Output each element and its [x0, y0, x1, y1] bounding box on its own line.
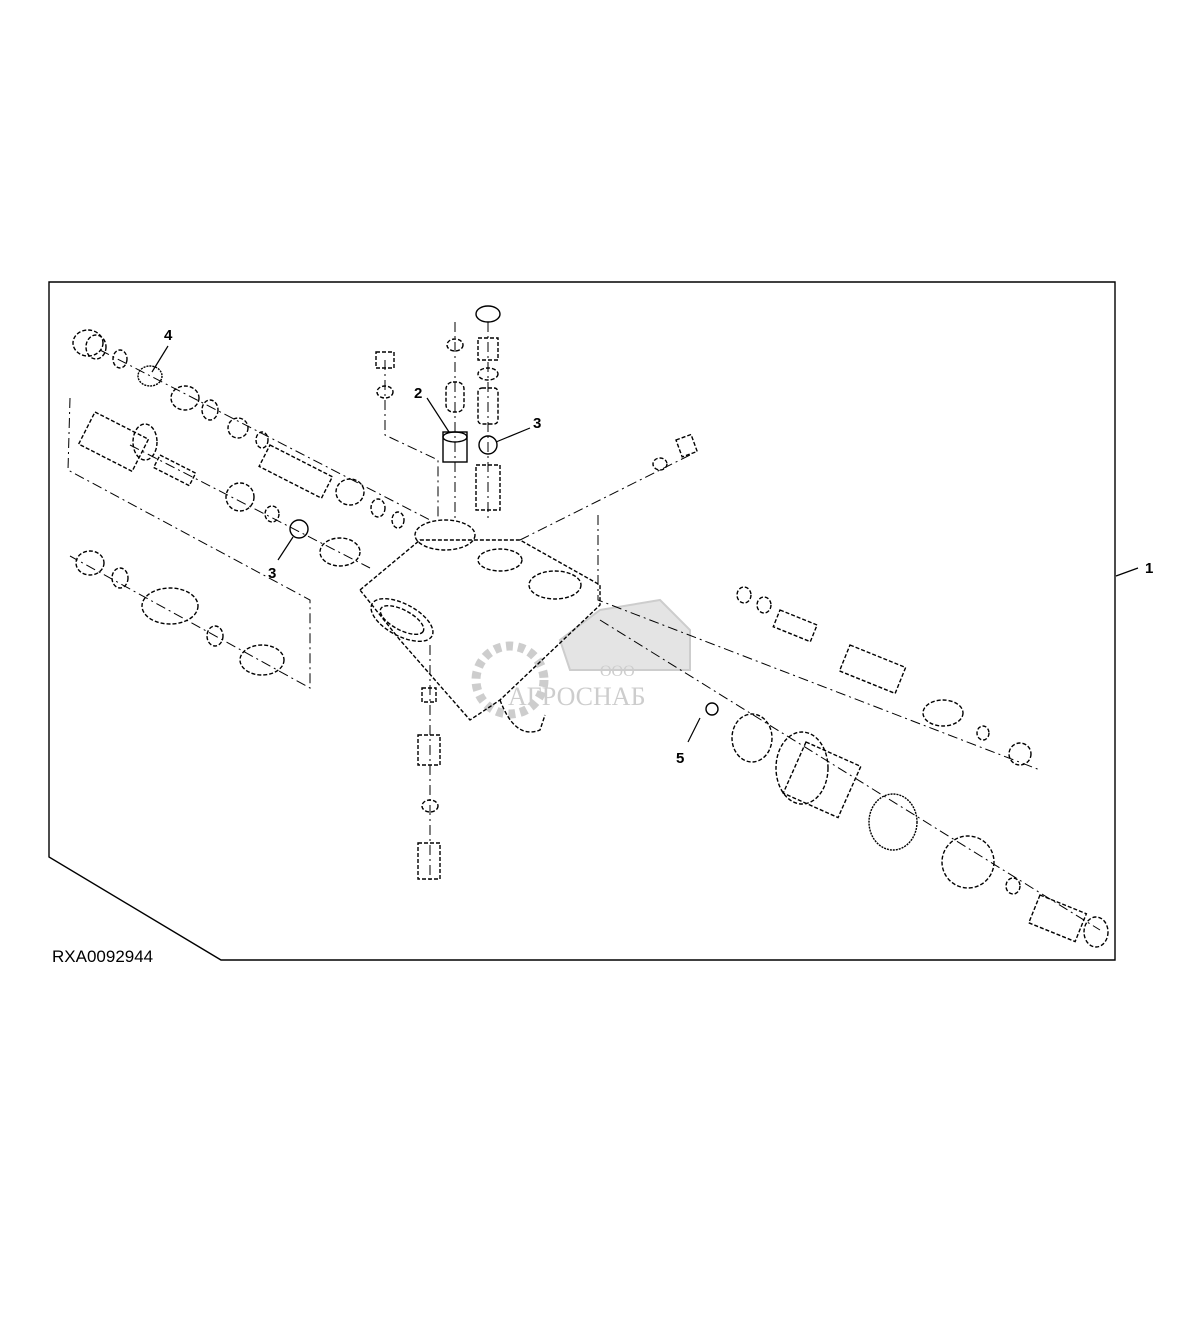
upper-left-spool-parts — [72, 329, 405, 529]
right-lower-spool-parts — [705, 702, 1109, 948]
right-upper-spool-parts — [652, 433, 1032, 766]
centerlines — [67, 322, 1101, 931]
diagram-frame — [48, 281, 1116, 961]
callout-3-upper: 3 — [533, 415, 541, 432]
drawing-code: RXA0092944 — [52, 947, 153, 966]
agrosnab-watermark: ООО АГРОСНАБ — [471, 598, 691, 719]
watermark-line2: АГРОСНАБ — [508, 682, 646, 711]
watermark-line1: ООО — [600, 663, 635, 680]
callout-2: 2 — [414, 385, 422, 402]
callout-3-lower: 3 — [268, 565, 276, 582]
middle-left-spool-parts — [77, 411, 361, 567]
lower-left-spring-parts — [75, 550, 285, 676]
callout-5: 5 — [676, 750, 684, 767]
leader-lines — [151, 345, 1139, 743]
vertical-part-stacks — [375, 305, 501, 880]
callout-1: 1 — [1145, 560, 1153, 577]
valve-housing — [359, 519, 601, 733]
watermark-gear-icon — [471, 641, 549, 719]
callout-4: 4 — [164, 327, 173, 344]
